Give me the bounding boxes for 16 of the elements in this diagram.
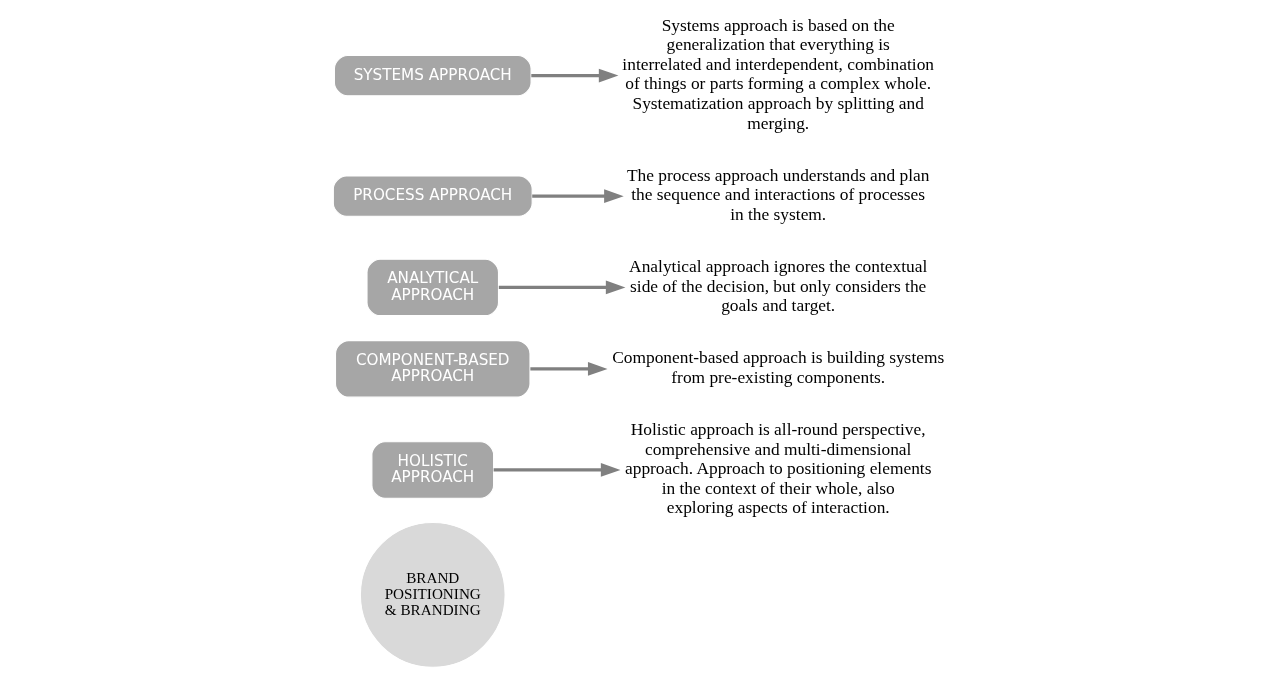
- node-box: COMPONENT-BASED APPROACH: [334, 340, 531, 398]
- arrow: [493, 463, 621, 477]
- node-box: ANALYTICAL APPROACH: [366, 258, 499, 317]
- node-text: Analytical approach ignores the contextual side of the decision, but only considers the goals and target.: [629, 256, 928, 316]
- node-box: PROCESS APPROACH: [332, 175, 533, 217]
- arrow: [532, 189, 624, 204]
- arrow: [531, 68, 619, 83]
- arrow: [498, 280, 626, 295]
- arrow: [530, 362, 608, 376]
- node-text: Component-based approach is building systems from pre-existing components.: [612, 348, 945, 387]
- node-circle: BRAND POSITIONING & BRANDING: [359, 521, 506, 668]
- node-box: HOLISTIC APPROACH: [371, 441, 495, 499]
- node-text: Holistic approach is all-round perspective, comprehensive and multi-dimensional approach. Approach to positioning elements in the context of their whole, also exploring aspects of interaction.: [625, 419, 932, 518]
- node-box: SYSTEMS APPROACH: [333, 54, 532, 97]
- node-text: The process approach understands and plan the sequence and interactions of processes in the system.: [626, 165, 930, 224]
- node-text: Systems approach is based on the generalization that everything is interrelated and interdependent, combination of things or parts forming a complex whole. Systematization approach by splitting and merging.: [622, 15, 935, 133]
